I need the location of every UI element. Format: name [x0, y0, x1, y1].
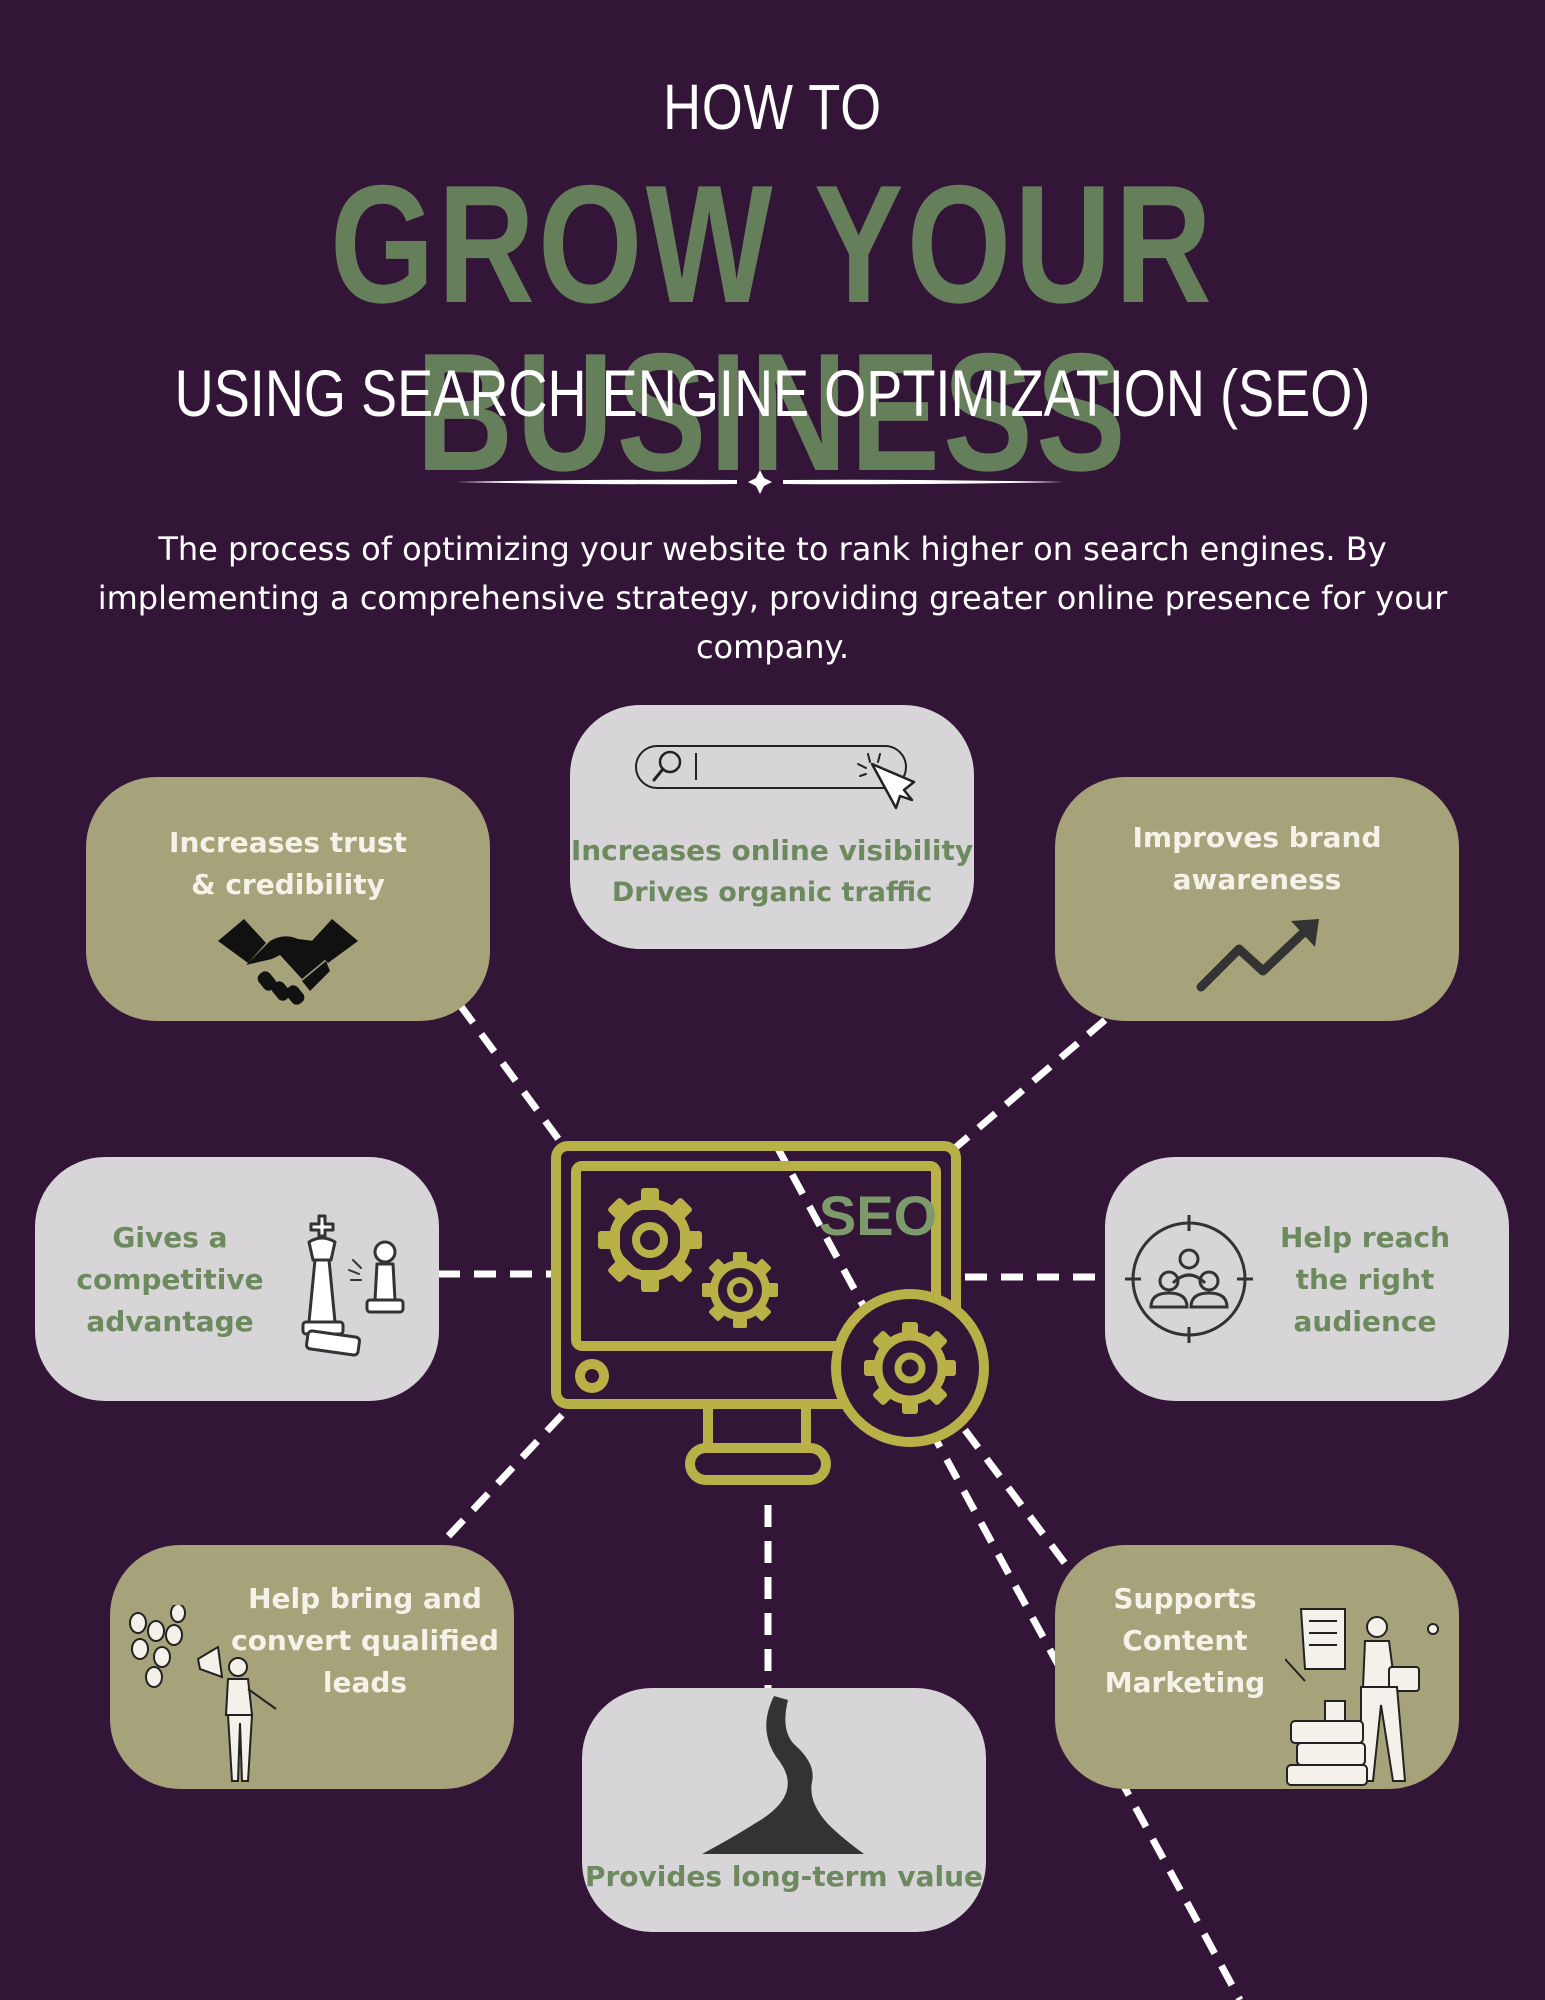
subtitle: USING SEARCH ENGINE OPTIMIZATION (SEO): [174, 356, 1371, 430]
content-writer-icon: [1285, 1608, 1439, 1786]
card-content-marketing: Supports Content Marketing: [1055, 1545, 1459, 1789]
monitor-screen: [571, 1161, 941, 1351]
gear-badge-icon: [831, 1289, 989, 1447]
pre-title: HOW TO: [663, 71, 882, 143]
card-content-line2: Content: [1122, 1624, 1248, 1657]
card-competitive-line1: Gives a: [112, 1221, 228, 1254]
card-right-audience: Help reach the right audience: [1105, 1157, 1509, 1401]
card-competitive-advantage: Gives a competitive advantage: [35, 1157, 439, 1401]
seo-monitor-illustration: SEO: [551, 1141, 989, 1485]
card-competitive-line3: advantage: [86, 1305, 254, 1338]
card-leads-line3: leads: [322, 1666, 408, 1699]
gear-large-icon: [598, 1188, 702, 1292]
intro-paragraph: The process of optimizing your website t…: [97, 530, 1448, 666]
card-longterm-line1: Provides long-term value: [584, 1860, 984, 1893]
card-trust-line2: & credibility: [191, 868, 385, 901]
search-bar-icon: [635, 745, 916, 810]
handshake-icon: [218, 919, 358, 1005]
gear-small-icon: [702, 1252, 778, 1328]
card-leads-line1: Help bring and: [248, 1582, 482, 1615]
main-title: GROW YOUR BUSINESS: [329, 150, 1215, 506]
monitor-frame: [551, 1141, 961, 1409]
audience-target-icon: [1125, 1215, 1253, 1343]
card-content-line3: Marketing: [1104, 1666, 1266, 1699]
card-content-line1: Supports: [1113, 1582, 1257, 1615]
card-qualified-leads: Help bring and convert qualified leads: [110, 1545, 514, 1789]
card-brand-line1: Improves brand: [1132, 821, 1382, 854]
megaphone-person-icon: [129, 1605, 277, 1782]
ornament-divider: [455, 470, 1065, 494]
road-icon: [702, 1696, 864, 1854]
card-leads-line2: convert qualified: [231, 1624, 499, 1657]
card-long-term-value: Provides long-term value: [582, 1688, 986, 1932]
card-brand-awareness: Improves brand awareness: [1055, 777, 1459, 1021]
card-competitive-line2: competitive: [76, 1263, 264, 1296]
card-audience-line1: Help reach: [1279, 1221, 1451, 1254]
trend-up-icon: [1196, 919, 1319, 992]
chess-icon: [301, 1214, 405, 1357]
card-audience-line3: audience: [1293, 1305, 1437, 1338]
card-visibility-line1: Increases online visibility: [570, 834, 974, 867]
monitor-stand: [685, 1443, 831, 1485]
power-button-icon: [575, 1359, 609, 1393]
card-online-visibility: Increases online visibility Drives organ…: [570, 705, 974, 949]
monitor-seo-label: SEO: [819, 1184, 937, 1247]
card-trust-line1: Increases trust: [169, 826, 407, 859]
card-brand-line2: awareness: [1172, 863, 1342, 896]
card-trust-credibility: Increases trust & credibility: [86, 777, 490, 1021]
card-audience-line2: the right: [1295, 1263, 1435, 1296]
card-visibility-line2: Drives organic traffic: [611, 877, 933, 908]
